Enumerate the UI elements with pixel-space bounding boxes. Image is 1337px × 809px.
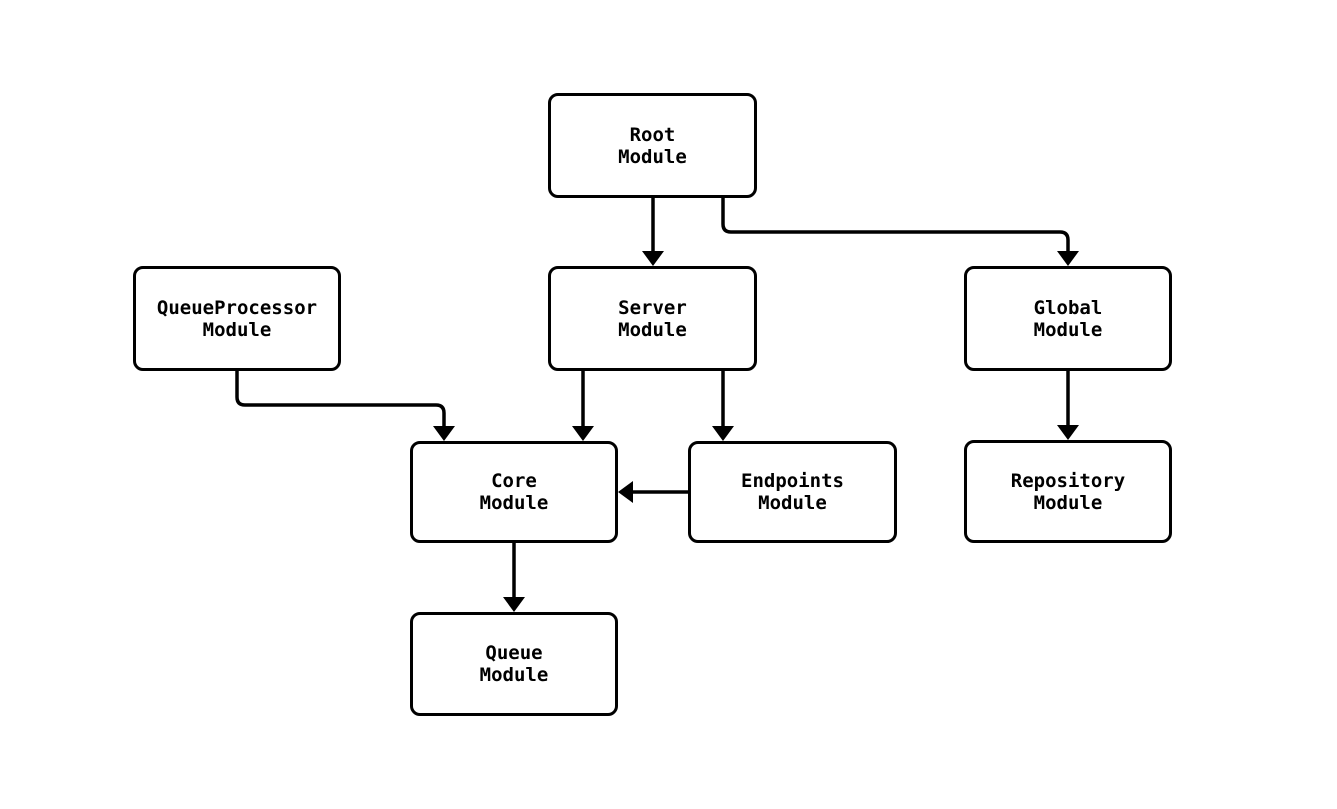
edge-global-to-repository — [1057, 371, 1079, 440]
node-label-line: Endpoints — [741, 470, 844, 492]
node-label-line: Module — [618, 145, 687, 168]
node-label: Core Module — [480, 470, 549, 514]
edge-queueprocessor-to-core — [235, 370, 455, 441]
node-root-module: Root Module — [548, 93, 757, 198]
node-label-line: Global — [1033, 296, 1103, 319]
node-label-line: Core — [491, 470, 537, 492]
node-label: Repository Module — [1011, 470, 1125, 514]
node-server-module: Server Module — [548, 266, 757, 371]
node-global-module: Global Module — [964, 266, 1172, 371]
edge-server-to-core — [572, 370, 594, 441]
edge-root-to-server — [642, 198, 664, 266]
node-label-line: Module — [618, 318, 687, 341]
edge-endpoints-to-core — [618, 481, 688, 503]
node-label-line: Module — [1033, 318, 1103, 341]
node-core-module: Core Module — [410, 441, 618, 543]
node-label-line: Module — [479, 492, 549, 514]
node-label: QueueProcessor Module — [157, 297, 317, 341]
node-label-line: Module — [479, 664, 549, 686]
node-label-line: Module — [202, 318, 272, 341]
node-queue-module: Queue Module — [410, 612, 618, 716]
edge-root-to-global — [721, 198, 1079, 266]
node-label: Queue Module — [480, 642, 549, 686]
node-label: Root Module — [618, 124, 687, 168]
edge-core-to-queue — [503, 543, 525, 612]
node-label-line: Root — [629, 123, 676, 146]
node-endpoints-module: Endpoints Module — [688, 441, 897, 543]
node-label: Server Module — [618, 297, 687, 341]
node-label: Endpoints Module — [741, 470, 844, 514]
node-label: Global Module — [1034, 297, 1103, 341]
node-label-line: Module — [1033, 491, 1103, 514]
node-label-line: QueueProcessor — [156, 296, 318, 319]
node-label-line: Queue — [485, 642, 543, 664]
node-label-line: Module — [758, 492, 827, 514]
node-queueprocessor-module: QueueProcessor Module — [133, 266, 341, 371]
node-repository-module: Repository Module — [964, 440, 1172, 543]
node-label-line: Server — [618, 296, 687, 319]
node-label-line: Repository — [1010, 469, 1126, 492]
edge-server-to-endpoints — [712, 370, 734, 441]
